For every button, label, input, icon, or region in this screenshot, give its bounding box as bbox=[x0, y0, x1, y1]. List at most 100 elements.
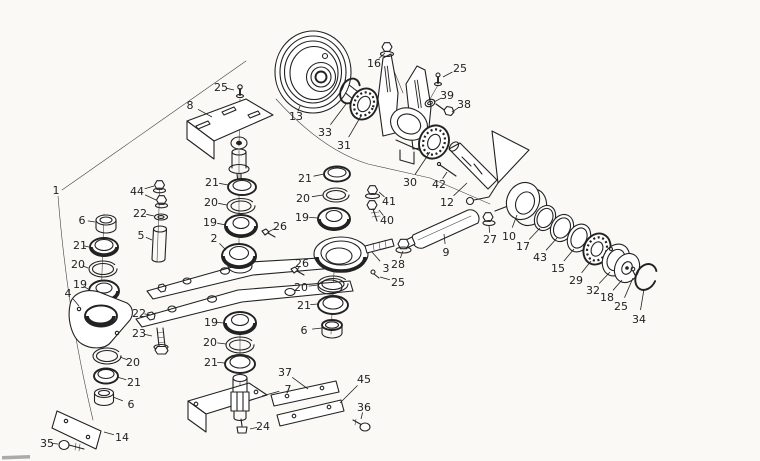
callout-6: 6 bbox=[301, 324, 308, 337]
callout-25: 25 bbox=[214, 81, 228, 94]
callout-20: 20 bbox=[71, 258, 85, 271]
callout-28: 28 bbox=[391, 258, 405, 271]
deflector-rod-line bbox=[275, 98, 491, 205]
roller-9 bbox=[403, 209, 480, 249]
callout-8: 8 bbox=[187, 99, 194, 112]
callout-leader-line bbox=[545, 237, 558, 251]
callout-45: 45 bbox=[357, 373, 371, 386]
callout-19: 19 bbox=[295, 211, 309, 224]
ring-21 bbox=[89, 237, 119, 257]
callout-leader-line bbox=[267, 228, 275, 233]
bearing-19 bbox=[223, 311, 257, 335]
bolt-36 bbox=[352, 418, 371, 432]
callout-13: 13 bbox=[289, 110, 303, 123]
callout-leader-line bbox=[640, 288, 645, 311]
callout-24: 24 bbox=[256, 420, 270, 433]
callout-15: 15 bbox=[551, 262, 565, 275]
callout-20: 20 bbox=[296, 192, 310, 205]
callout-leader-line bbox=[330, 103, 347, 126]
callout-7: 7 bbox=[285, 383, 292, 396]
callout-19: 19 bbox=[73, 278, 87, 291]
callout-leader-line bbox=[309, 217, 319, 219]
callout-leader-line bbox=[219, 182, 229, 186]
callout-leader-line bbox=[144, 313, 152, 316]
callout-leader-line bbox=[51, 443, 59, 445]
callout-6: 6 bbox=[128, 398, 135, 411]
callout-leader-line bbox=[145, 236, 153, 241]
callout-19: 19 bbox=[204, 316, 218, 329]
callout-leader-line bbox=[511, 214, 518, 228]
spindle-hub bbox=[313, 236, 369, 273]
bracket-4 bbox=[68, 290, 133, 349]
callout-leader-line bbox=[146, 213, 155, 217]
ring-21 bbox=[227, 178, 257, 196]
callout-leader-line bbox=[433, 97, 442, 103]
callout-leader-line bbox=[443, 233, 446, 244]
callout-20: 20 bbox=[204, 196, 218, 209]
ring-43 bbox=[549, 213, 575, 243]
callout-leader-line bbox=[144, 194, 157, 201]
callout-leader-line bbox=[379, 276, 391, 281]
callout-43: 43 bbox=[533, 251, 547, 264]
bolt-26-upper bbox=[261, 228, 276, 238]
callout-leader-line bbox=[217, 222, 227, 226]
callout-22: 22 bbox=[132, 307, 146, 320]
callout-leader-line bbox=[311, 194, 324, 198]
callout-21: 21 bbox=[73, 239, 87, 252]
callout-leader-line bbox=[360, 412, 363, 420]
callout-26: 26 bbox=[295, 257, 309, 270]
callout-36: 36 bbox=[357, 401, 371, 414]
callout-leader-line bbox=[261, 390, 280, 397]
callout-leader-line bbox=[219, 243, 227, 251]
callout-leader-line bbox=[371, 251, 381, 262]
callout-leader-line bbox=[310, 303, 319, 305]
callout-3: 3 bbox=[383, 262, 390, 275]
callout-leader-line bbox=[83, 285, 89, 290]
callout-leader-line bbox=[442, 71, 453, 78]
washer-20 bbox=[88, 260, 118, 278]
callout-19: 19 bbox=[203, 216, 217, 229]
shaft-3 bbox=[364, 238, 395, 254]
washer-20 bbox=[226, 197, 256, 215]
ring-21 bbox=[323, 165, 351, 183]
callout-35: 35 bbox=[40, 437, 54, 450]
callout-leader-line bbox=[82, 265, 89, 269]
bolt-38 bbox=[435, 103, 455, 117]
callout-leader-line bbox=[488, 224, 490, 233]
callout-leader-line bbox=[378, 191, 385, 198]
callout-26: 26 bbox=[273, 220, 287, 233]
callout-leader-line bbox=[442, 171, 448, 179]
snap-ring-34 bbox=[634, 263, 658, 291]
washer-20 bbox=[317, 275, 349, 293]
scan-edge-mark bbox=[2, 455, 31, 460]
callout-leader-line bbox=[297, 105, 301, 112]
callout-leader-line bbox=[563, 248, 575, 262]
callout-21: 21 bbox=[298, 172, 312, 185]
callout-12: 12 bbox=[440, 196, 454, 209]
callout-leader-line bbox=[598, 271, 611, 284]
callout-leader-line bbox=[197, 108, 213, 118]
bearing-30 bbox=[418, 124, 450, 160]
spacer-tube-5 bbox=[151, 225, 168, 263]
callout-leader-line bbox=[624, 277, 634, 298]
nut-28 bbox=[395, 238, 412, 254]
callout-leader-line bbox=[451, 107, 459, 113]
callout-42: 42 bbox=[432, 178, 446, 191]
hub-2 bbox=[221, 243, 257, 269]
callout-leader-line bbox=[308, 284, 319, 287]
callout-leader-line bbox=[339, 385, 358, 404]
washer-22-top bbox=[153, 213, 169, 221]
strip-14 bbox=[51, 410, 102, 450]
nut-16 bbox=[379, 42, 395, 58]
ring-21 bbox=[93, 367, 119, 385]
callout-41: 41 bbox=[382, 195, 396, 208]
strip-45 bbox=[276, 399, 345, 427]
bolt-24 bbox=[236, 418, 248, 434]
bolt-40 bbox=[366, 200, 381, 222]
callout-37: 37 bbox=[278, 366, 292, 379]
strip-37 bbox=[270, 380, 340, 407]
grease-fitting-25-frame bbox=[433, 72, 443, 87]
callout-leader-line bbox=[612, 279, 623, 291]
callout-leader-line bbox=[103, 431, 115, 436]
callout-leader-line bbox=[83, 245, 90, 248]
